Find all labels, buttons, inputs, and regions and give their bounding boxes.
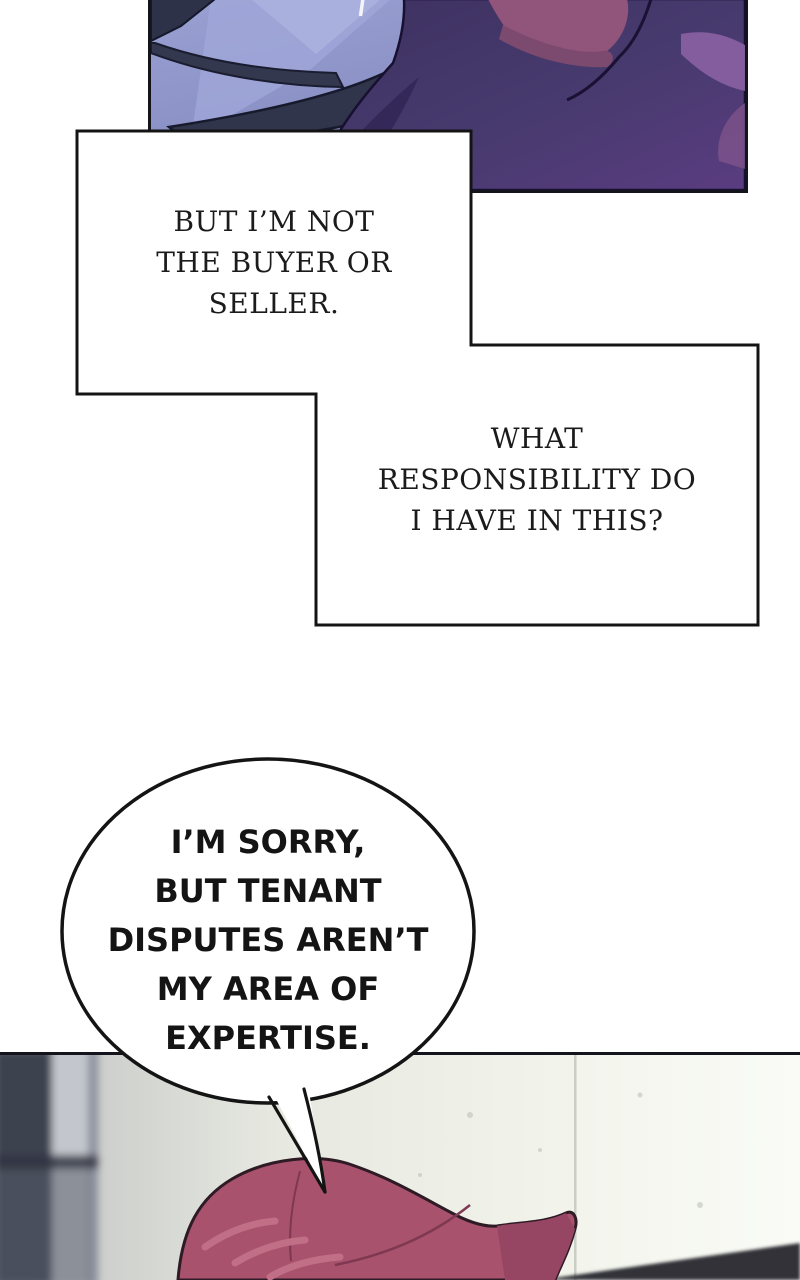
bottom-panel-artwork <box>0 1055 800 1280</box>
narration-box-1-text: BUT I’M NOT THE BUYER OR SELLER. <box>156 205 392 320</box>
hair-crease-2 <box>289 1170 301 1262</box>
zipper-highlight <box>358 0 365 17</box>
narration-box-shape <box>75 129 760 627</box>
speech-bubble-shape <box>60 757 476 1105</box>
blouse-rose-shadow <box>499 25 613 68</box>
speech-bubble-text: I’M SORRY, BUT TENANT DISPUTES AREN’T MY… <box>107 823 429 1057</box>
hair-underflip-shade <box>497 1213 575 1280</box>
jacket-fold-highlight-2 <box>252 0 380 54</box>
hair-outline <box>176 1157 578 1280</box>
ledge-shadow <box>540 1243 800 1280</box>
hair-crease-1 <box>334 1204 471 1267</box>
character-hair <box>176 1157 578 1280</box>
narration-box-2-text: WHAT RESPONSIBILITY DO I HAVE IN THIS? <box>377 421 697 537</box>
coat-rose-edge <box>718 103 745 169</box>
blouse-rose <box>488 0 629 58</box>
coat-light-purple-patch <box>681 32 745 91</box>
collar-dark <box>151 0 216 43</box>
speech-bubble <box>60 757 476 1194</box>
hair-highlights <box>201 1217 344 1280</box>
pillar <box>0 1055 98 1280</box>
bottom-panel <box>0 1052 800 1280</box>
coat-seam-line <box>566 0 653 102</box>
wall-seam <box>574 1055 577 1280</box>
narration-boxes-outline <box>75 129 760 627</box>
speech-bubble-tail <box>267 1079 327 1194</box>
jacket-strap-upper <box>151 42 345 89</box>
